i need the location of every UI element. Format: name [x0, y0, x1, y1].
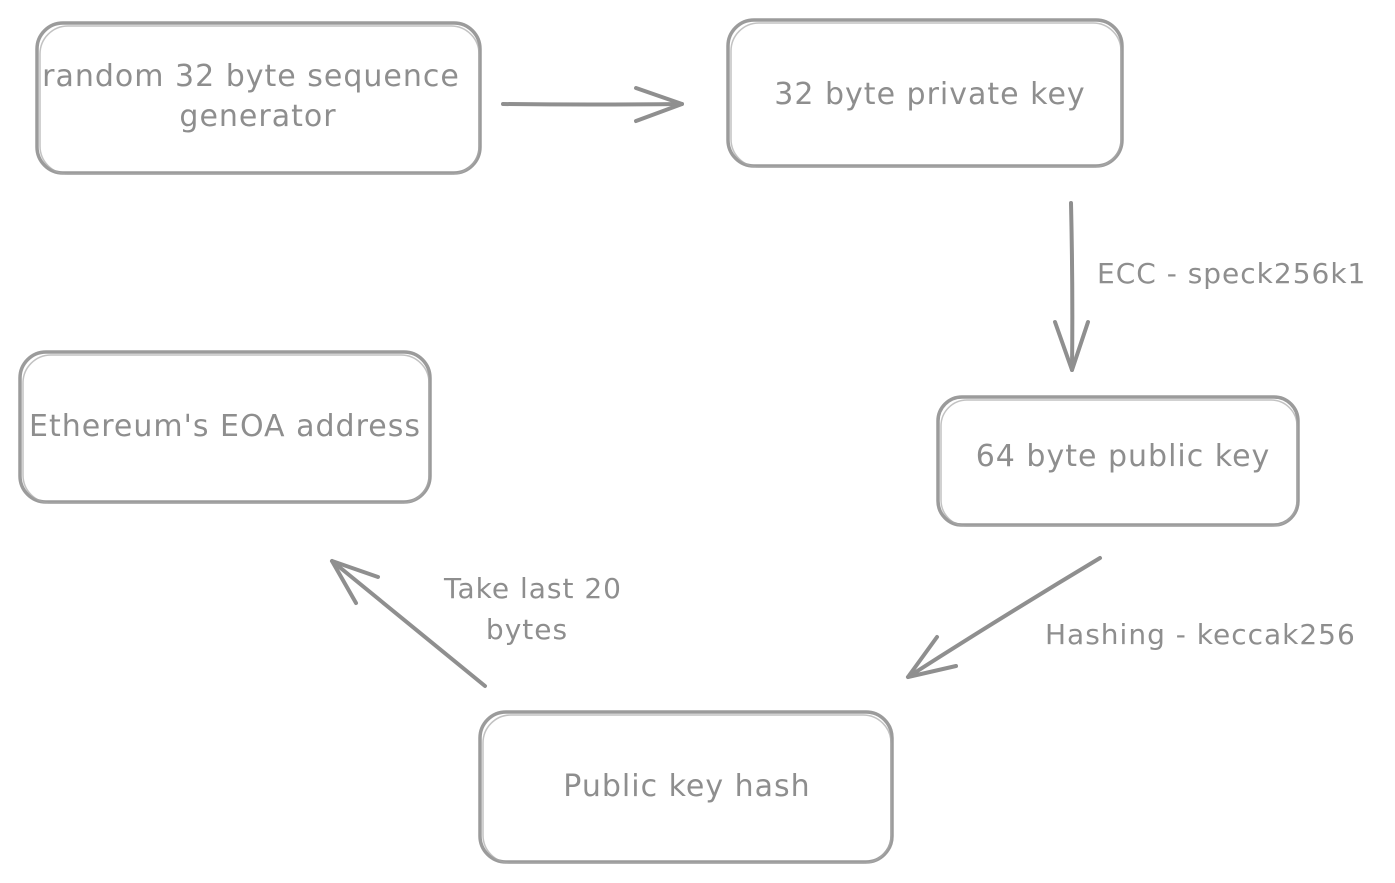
arrow-private-to-public-key — [1053, 201, 1090, 372]
node-private-key-label: 32 byte private key — [774, 77, 1085, 112]
node-public-key-label: 64 byte public key — [976, 439, 1271, 474]
arrow-shaft — [906, 556, 1102, 679]
arrow-public-key-to-hash — [906, 556, 1102, 679]
node-public-key: 64 byte public key — [936, 395, 1300, 527]
node-generator-label-line2: generator — [179, 99, 336, 134]
node-generator: random 32 byte sequence generator — [35, 21, 482, 175]
edge-ecc-label: ECC - speck256k1 — [1097, 257, 1366, 290]
node-address-label: Ethereum's EOA address — [29, 409, 421, 444]
node-address-box-sketch — [22, 354, 430, 504]
node-address: Ethereum's EOA address — [18, 350, 432, 504]
node-generator-label-line1: random 32 byte sequence — [42, 59, 460, 94]
edge-hashing-label: Hashing - keccak256 — [1045, 618, 1356, 651]
edge-take-last-label-line1: Take last 20 — [443, 572, 622, 605]
node-address-box — [18, 350, 432, 504]
node-generator-box-sketch — [39, 25, 480, 175]
node-private-key: 32 byte private key — [726, 18, 1124, 168]
node-hash-label: Public key hash — [563, 769, 810, 804]
node-hash-box-sketch — [482, 714, 892, 864]
arrow-head — [634, 86, 684, 123]
edge-take-last-label-line2: bytes — [486, 613, 568, 646]
node-hash-box — [478, 710, 894, 864]
arrow-head — [330, 559, 380, 605]
arrow-generator-to-private-key — [501, 86, 684, 123]
arrow-shaft — [1069, 201, 1075, 372]
node-hash: Public key hash — [478, 710, 894, 864]
node-public-key-box — [936, 395, 1300, 527]
arrow-head — [1053, 320, 1090, 372]
arrow-shaft — [330, 559, 487, 688]
node-generator-box — [35, 21, 482, 175]
arrow-hash-to-address — [330, 559, 487, 688]
node-public-key-box-sketch — [940, 399, 1298, 527]
node-private-key-box-sketch — [730, 22, 1122, 168]
arrow-shaft — [501, 102, 684, 107]
arrow-head — [906, 635, 958, 679]
node-private-key-box — [726, 18, 1124, 168]
